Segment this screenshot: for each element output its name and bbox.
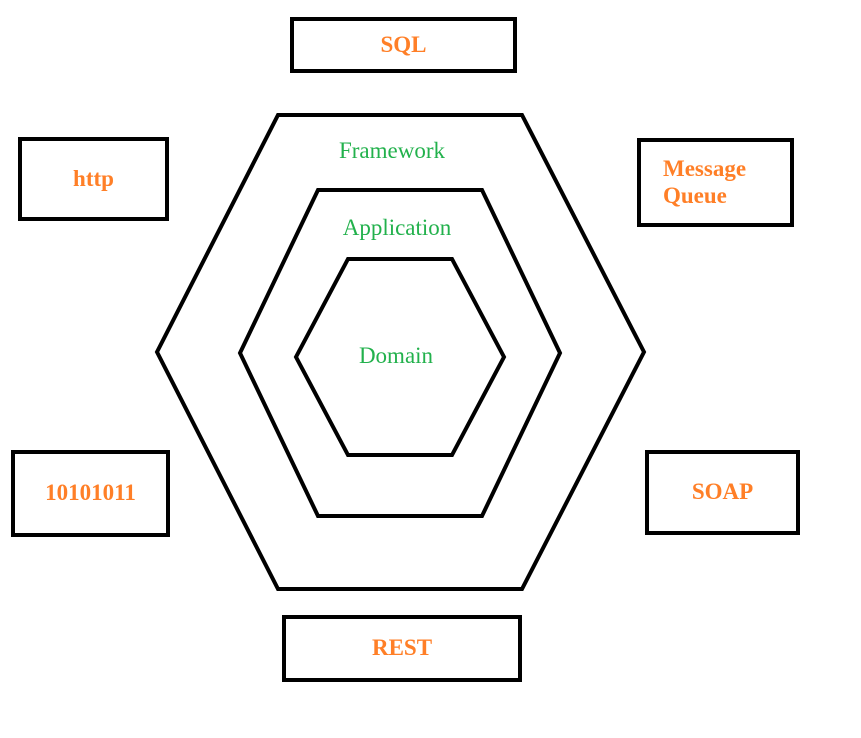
soap-adapter-box: SOAP [645,450,800,535]
domain-hexagon [293,257,507,457]
rest-adapter-label: REST [371,635,433,661]
http-adapter-box: http [18,137,169,221]
rest-adapter-box: REST [282,615,522,682]
domain-layer-label: Domain [358,343,434,368]
http-adapter-label: http [73,165,114,191]
soap-adapter-label: SOAP [691,479,754,505]
application-layer-label: Application [342,215,452,240]
binary-adapter-box: 10101011 [11,450,170,537]
sql-adapter-box: SQL [290,17,517,73]
message-queue-adapter-box: Message Queue [637,138,794,227]
sql-adapter-label: SQL [380,31,427,57]
binary-adapter-label: 10101011 [45,480,136,506]
framework-layer-label: Framework [338,138,446,163]
message-queue-adapter-label: Message Queue [663,156,747,208]
